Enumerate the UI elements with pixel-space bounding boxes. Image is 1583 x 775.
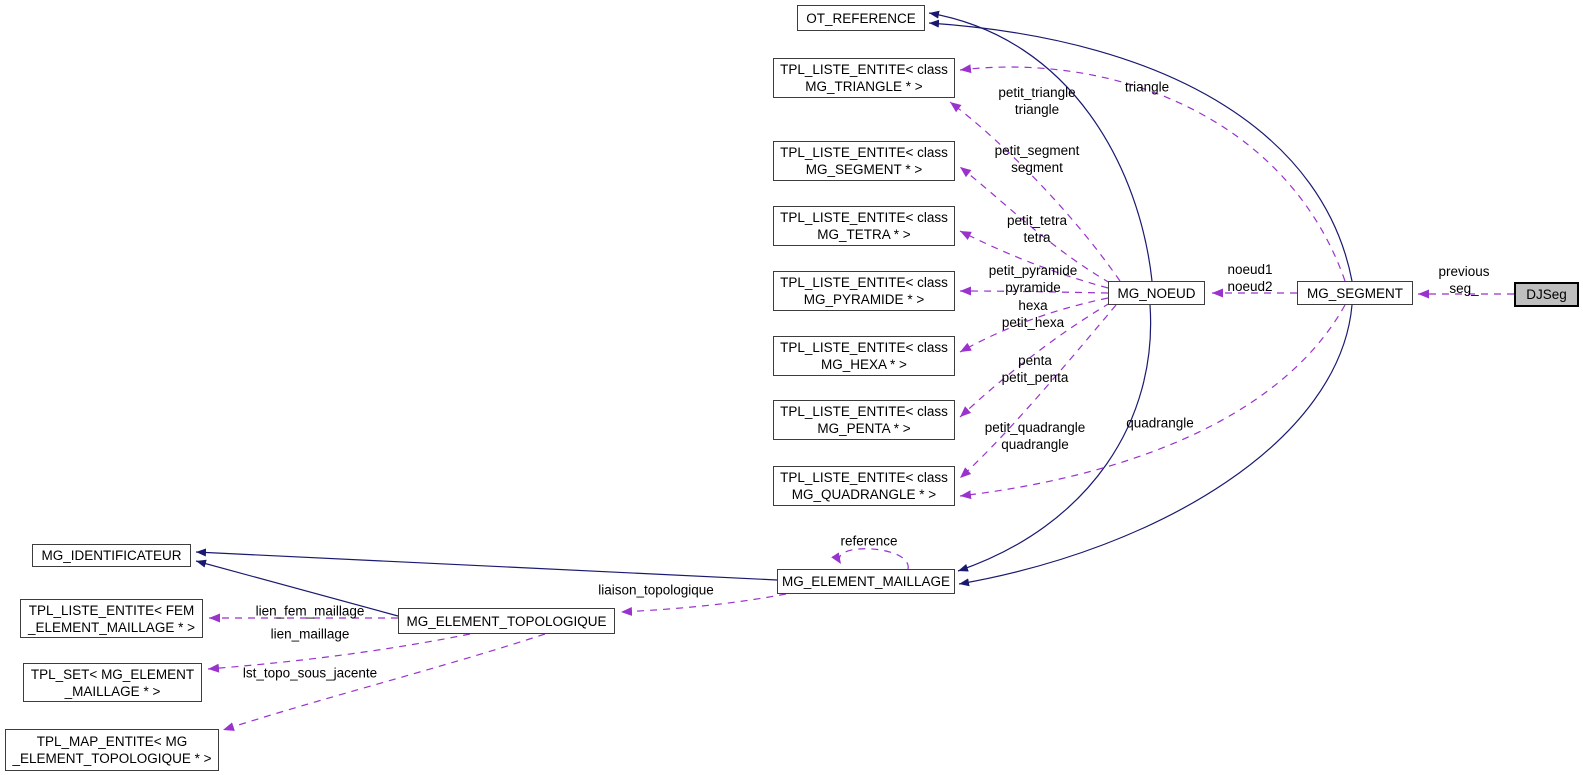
- edge-mg-noeud-to-tpl-quadrangle: [959, 304, 1117, 479]
- node-tpl-liste-entite-mg-penta[interactable]: TPL_LISTE_ENTITE< class MG_PENTA * >: [773, 400, 955, 440]
- node-tpl-liste-entite-fem-element-maillage[interactable]: TPL_LISTE_ENTITE< FEM _ELEMENT_MAILLAGE …: [20, 599, 203, 638]
- edge-label-lien-fem-maillage: lien_fem_maillage: [255, 603, 365, 619]
- edge-mg-segment-to-tpl-triangle: [959, 64, 1346, 282]
- node-mg-segment[interactable]: MG_SEGMENT: [1297, 281, 1413, 305]
- edge-label-hexa: hexa petit_hexa: [1001, 298, 1065, 330]
- edge-label-lst-topo-sous-jacente: lst_topo_sous_jacente: [242, 665, 378, 681]
- edge-label-quadrangle: quadrangle: [1126, 415, 1194, 431]
- edge-label-previous-seg: previous seg_: [1438, 264, 1490, 296]
- node-tpl-set-mg-element-maillage[interactable]: TPL_SET< MG_ELEMENT _MAILLAGE * >: [23, 663, 202, 702]
- node-mg-identificateur[interactable]: MG_IDENTIFICATEUR: [32, 544, 191, 567]
- edge-label-lien-maillage: lien_maillage: [270, 626, 350, 642]
- node-ot-reference[interactable]: OT_REFERENCE: [797, 5, 925, 31]
- node-tpl-liste-entite-mg-hexa[interactable]: TPL_LISTE_ENTITE< class MG_HEXA * >: [773, 336, 955, 376]
- edge-label-petit-segment: petit_segment segment: [994, 143, 1080, 175]
- edge-label-reference: reference: [840, 533, 898, 549]
- edge-label-noeud1-noeud2: noeud1 noeud2: [1227, 262, 1273, 294]
- edge-mg-segment-to-ot-reference: [928, 19, 1353, 282]
- node-mg-element-topologique[interactable]: MG_ELEMENT_TOPOLOGIQUE: [398, 608, 615, 634]
- edge-label-liaison-topologique: liaison_topologique: [598, 582, 714, 598]
- node-tpl-liste-entite-mg-segment[interactable]: TPL_LISTE_ENTITE< class MG_SEGMENT * >: [773, 141, 955, 181]
- node-mg-noeud[interactable]: MG_NOEUD: [1108, 281, 1205, 305]
- edge-label-petit-tetra: petit_tetra tetra: [1006, 213, 1068, 245]
- edge-mg-element-maillage-to-mg-element-topologique: [620, 593, 787, 616]
- edge-mg-noeud-to-tpl-segment: [959, 166, 1111, 284]
- edge-label-penta: penta petit_penta: [1001, 353, 1069, 385]
- edge-mg-segment-to-mg-element-maillage: [958, 304, 1353, 587]
- edge-mg-element-topologique-to-tpl-map: [222, 633, 546, 731]
- node-tpl-liste-entite-mg-quadrangle[interactable]: TPL_LISTE_ENTITE< class MG_QUADRANGLE * …: [773, 466, 955, 506]
- node-tpl-map-entite-mg-element-topologique[interactable]: TPL_MAP_ENTITE< MG _ELEMENT_TOPOLOGIQUE …: [5, 729, 219, 771]
- edge-mg-noeud-to-ot-reference: [928, 10, 1153, 282]
- node-tpl-liste-entite-mg-triangle[interactable]: TPL_LISTE_ENTITE< class MG_TRIANGLE * >: [773, 58, 955, 98]
- edge-mg-noeud-to-tpl-pyramide: [959, 286, 1109, 296]
- edge-mg-element-topologique-to-tpl-set: [207, 633, 471, 673]
- node-tpl-liste-entite-mg-tetra[interactable]: TPL_LISTE_ENTITE< class MG_TETRA * >: [773, 206, 955, 246]
- edge-mg-noeud-to-tpl-triangle: [949, 101, 1121, 282]
- edge-label-triangle: triangle: [1124, 79, 1170, 95]
- node-mg-element-maillage[interactable]: MG_ELEMENT_MAILLAGE: [777, 569, 955, 594]
- edge-mg-element-maillage-to-mg-identificateur: [195, 548, 778, 581]
- edge-mg-noeud-to-mg-element-maillage: [957, 304, 1152, 572]
- edge-mg-element-topologique-to-mg-identificateur: [195, 559, 399, 617]
- edge-mg-element-maillage-self-reference: [831, 548, 909, 570]
- node-tpl-liste-entite-mg-pyramide[interactable]: TPL_LISTE_ENTITE< class MG_PYRAMIDE * >: [773, 271, 955, 311]
- edge-mg-noeud-to-tpl-penta: [959, 302, 1111, 418]
- edge-label-petit-quadrangle: petit_quadrangle quadrangle: [984, 420, 1086, 452]
- node-djseg: DJSeg: [1514, 282, 1579, 307]
- edge-mg-segment-to-tpl-quadrangle: [959, 304, 1346, 500]
- edge-label-petit-pyramide: petit_pyramide pyramide: [988, 263, 1078, 295]
- edge-label-petit-triangle: petit_triangle triangle: [998, 85, 1076, 117]
